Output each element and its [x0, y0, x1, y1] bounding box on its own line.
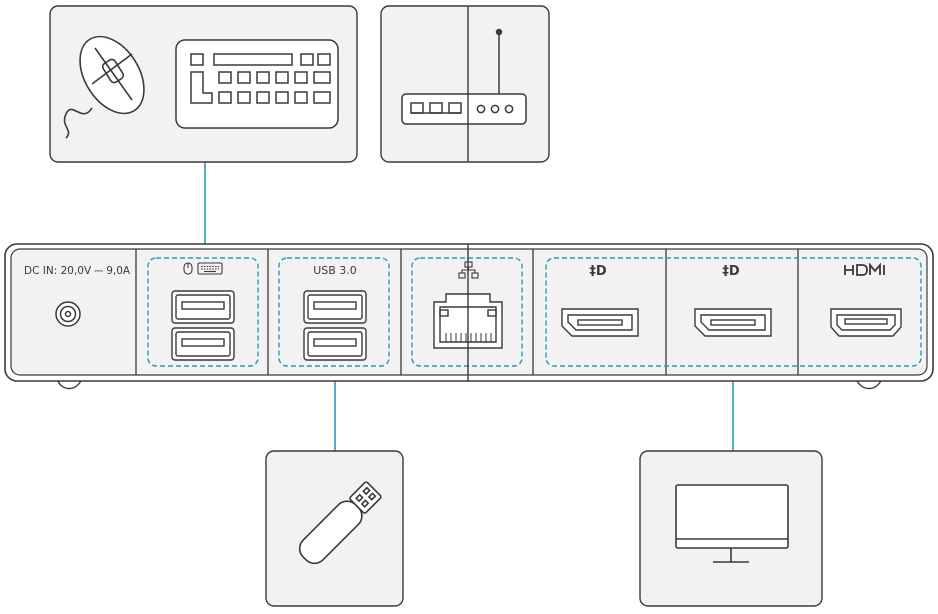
displayport-port	[694, 308, 772, 337]
hdmi-port	[830, 308, 902, 337]
displayport-icon: ‡D	[589, 264, 607, 279]
keyboard-icon	[197, 262, 223, 275]
usb-flash-drive-icon	[298, 481, 382, 565]
power-input-label: DC IN: 20,0V ⎓ 9,0A	[24, 265, 131, 277]
usb3-label: USB 3.0	[313, 264, 357, 277]
keyboard-icon	[175, 39, 339, 129]
displayport-icon: ‡D	[722, 264, 740, 279]
dock-body: DC IN: 20,0V ⎓ 9,0A USB 3.0	[4, 243, 934, 390]
port-group-outline-usb-input	[147, 257, 259, 367]
svg-text:‡D: ‡D	[722, 264, 740, 279]
monitor-icon	[675, 484, 789, 563]
port-group-outline-video	[545, 257, 922, 367]
usb-port	[303, 327, 367, 361]
router-device	[380, 5, 550, 163]
dc-power-jack	[55, 301, 81, 327]
monitor-device	[639, 450, 823, 607]
svg-text:‡D: ‡D	[589, 264, 607, 279]
port-group-outline-usb3	[278, 257, 390, 367]
router-icon	[401, 28, 527, 125]
mouse-keyboard-device	[49, 5, 358, 163]
usb-drive-device	[265, 450, 404, 607]
port-group-outline-ethernet	[411, 257, 523, 367]
mouse-icon	[63, 35, 145, 139]
mouse-icon	[183, 262, 193, 275]
hdmi-logo-icon	[844, 262, 885, 276]
usb-port	[171, 290, 235, 324]
usb-port	[303, 290, 367, 324]
usb-port	[171, 327, 235, 361]
displayport-port	[561, 308, 639, 337]
